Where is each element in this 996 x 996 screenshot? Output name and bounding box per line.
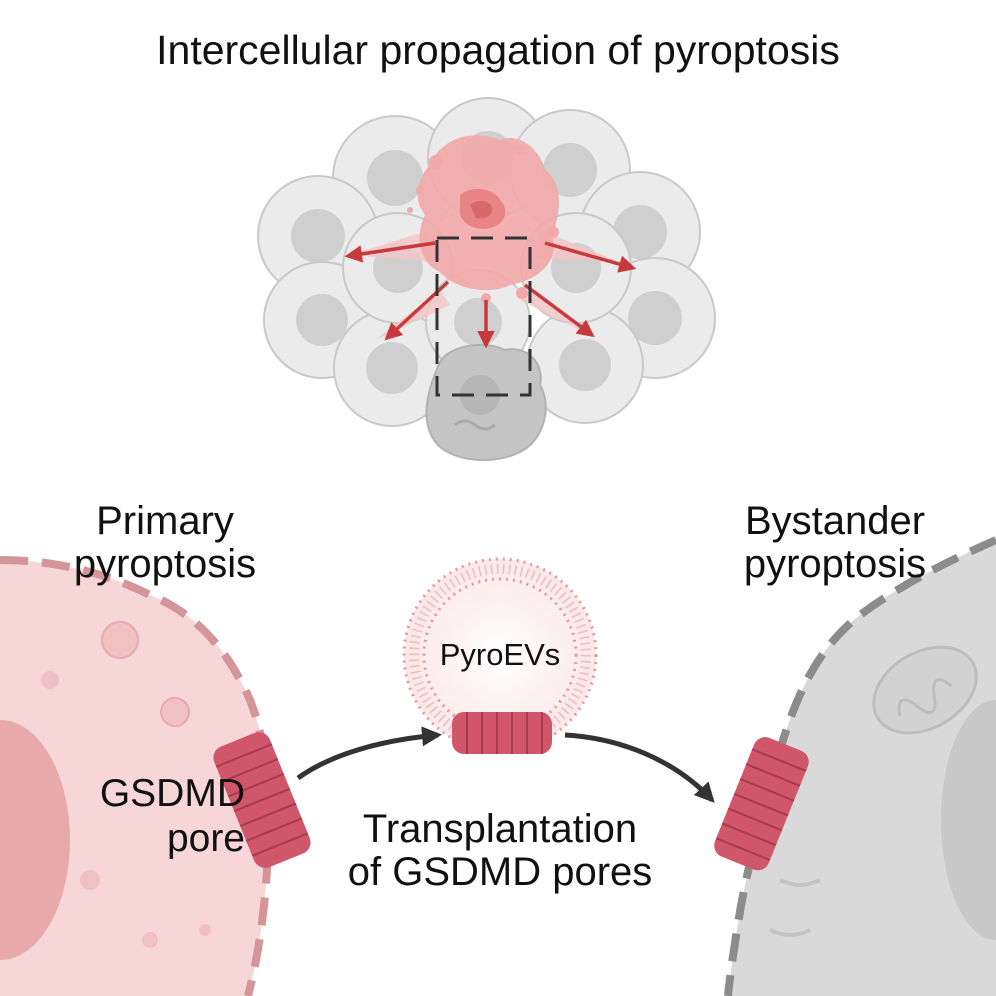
primary-pyroptosis-label: Primary pyroptosis [40, 499, 290, 587]
transplantation-label: Transplantation of GSDMD pores [300, 807, 700, 895]
pyroptotic-cell [407, 135, 560, 303]
gsdmd-pore-bystander [714, 737, 809, 871]
transplant-label-line2: of GSDMD pores [347, 850, 653, 895]
transfer-arrows [296, 726, 715, 803]
pyroevs-label: PyroEVs [439, 637, 561, 672]
transplant-label-line1: Transplantation [362, 807, 638, 851]
bystander-cell [724, 536, 996, 996]
pore-label-line1: GSDMD [99, 772, 245, 815]
bystander-label-line1: Bystander [744, 499, 926, 543]
mitochondrion-icon [872, 645, 978, 735]
pyroev-vesicle [402, 557, 598, 754]
bystander-pyroptosis-label: Bystander pyroptosis [715, 499, 955, 587]
arrow-to-vesicle [296, 726, 442, 781]
arrow-to-bystander [564, 732, 715, 803]
primary-label-line2: pyroptosis [73, 542, 257, 587]
zoom-box [435, 236, 532, 397]
bystander-cell-small [425, 343, 547, 462]
bystander-label-line2: pyroptosis [743, 542, 927, 587]
healthy-cell [333, 309, 451, 427]
primary-cell [0, 556, 273, 996]
primary-label-line1: Primary [96, 499, 234, 543]
figure-title: Intercellular propagation of pyroptosis [156, 27, 840, 73]
gsdmd-pore-vesicle [452, 712, 552, 754]
gsdmd-pore-primary [213, 732, 311, 868]
cell-cluster [257, 97, 716, 462]
pore-label-line2: pore [166, 816, 245, 860]
gsdmd-pore-label: GSDMD pore [55, 772, 245, 862]
